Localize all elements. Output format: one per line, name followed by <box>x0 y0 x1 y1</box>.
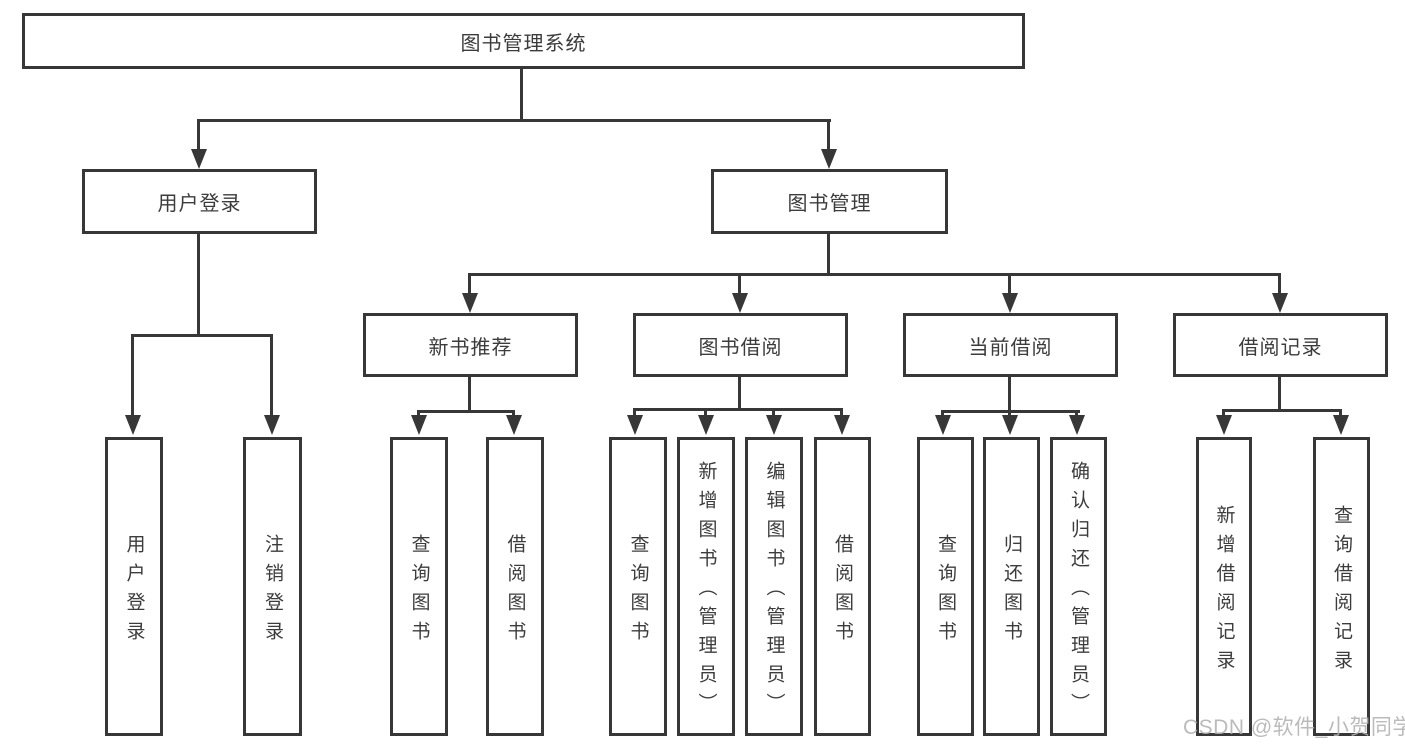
connector-borrow-stem <box>738 377 741 411</box>
connector-drop-current <box>1008 273 1011 295</box>
arrow-down-icon <box>191 149 207 169</box>
arrow-down-icon <box>732 293 748 313</box>
connector-level2-branch <box>197 119 831 122</box>
node-rec-query-books: 查询图书 <box>390 437 448 736</box>
connector-drop-rec-borrow <box>512 410 515 418</box>
arrow-down-icon <box>264 415 280 435</box>
node-current-borrowing: 当前借阅 <box>903 313 1118 377</box>
connector-drop-records <box>1278 273 1281 295</box>
arrow-down-icon <box>1333 415 1349 435</box>
connector-records-branch <box>1222 409 1342 412</box>
arrow-down-icon <box>1216 415 1232 435</box>
node-book-borrowing: 图书借阅 <box>633 313 848 377</box>
node-label: 新增图书（管理员） <box>695 461 717 722</box>
node-borrow-query-books: 查询图书 <box>609 437 667 736</box>
connector-records-stem <box>1278 377 1281 412</box>
node-label: 查询图书 <box>408 533 430 650</box>
connector-drop-current-query <box>941 410 944 418</box>
node-label: 用户登录 <box>123 533 145 650</box>
connector-borrow-branch <box>633 408 843 411</box>
connector-drop-borrow-query <box>633 408 636 418</box>
connector-root-trunk <box>520 69 523 121</box>
arrow-down-icon <box>1002 293 1018 313</box>
arrow-down-icon <box>935 415 951 435</box>
arrow-down-icon <box>462 293 478 313</box>
connector-drop-rec <box>468 273 471 295</box>
node-label: 借阅记录 <box>1238 336 1323 359</box>
node-label: 图书借阅 <box>698 336 783 359</box>
node-label: 确认归还（管理员） <box>1068 461 1089 722</box>
node-user-login: 用户登录 <box>105 437 163 736</box>
arrow-down-icon <box>698 415 714 435</box>
connector-drop-login-logout <box>270 334 273 418</box>
node-records-query-record: 查询借阅记录 <box>1313 437 1370 736</box>
node-book-management: 图书管理 <box>711 169 948 234</box>
arrow-down-icon <box>506 415 522 435</box>
connector-rec-stem <box>468 377 471 413</box>
connector-drop-current-return <box>1008 410 1011 418</box>
node-current-return-books: 归还图书 <box>983 437 1040 736</box>
node-new-book-recommend: 新书推荐 <box>363 313 578 377</box>
connector-drop-login <box>197 119 200 151</box>
arrow-down-icon <box>1272 293 1288 313</box>
connector-drop-current-confirm <box>1075 410 1078 418</box>
node-current-query-books: 查询图书 <box>917 437 974 736</box>
connector-drop-borrow-add <box>704 408 707 418</box>
node-label: 借阅图书 <box>832 533 853 650</box>
arrow-down-icon <box>834 415 850 435</box>
connector-drop-borrow-edit <box>772 408 775 418</box>
node-rec-borrow-books: 借阅图书 <box>486 437 544 736</box>
node-label: 新增借阅记录 <box>1213 504 1235 679</box>
node-current-confirm-return-admin: 确认归还（管理员） <box>1050 437 1107 736</box>
csdn-watermark: CSDN @软件_小贺同学 <box>1183 716 1405 739</box>
connector-mgmt-stem <box>827 234 830 275</box>
node-records-add-record: 新增借阅记录 <box>1196 437 1252 736</box>
node-borrow-edit-books-admin: 编辑图书（管理员） <box>745 437 803 736</box>
connector-level3-branch <box>468 273 1281 276</box>
node-label: 查询图书 <box>627 533 649 650</box>
node-label: 注销登录 <box>262 533 283 650</box>
node-label: 图书管理 <box>787 193 872 215</box>
node-borrow-add-books-admin: 新增图书（管理员） <box>677 437 735 736</box>
node-label: 归还图书 <box>1001 533 1022 650</box>
connector-login-stem <box>197 234 200 337</box>
node-label: 新书推荐 <box>428 336 513 359</box>
node-label: 借阅图书 <box>504 533 526 650</box>
node-label: 查询图书 <box>935 533 956 650</box>
node-label: 查询借阅记录 <box>1331 504 1352 679</box>
node-label: 当前借阅 <box>968 336 1053 359</box>
arrow-down-icon <box>125 415 141 435</box>
node-label: 编辑图书（管理员） <box>763 461 785 722</box>
connector-drop-records-query <box>1339 409 1342 418</box>
connector-drop-borrow-borrow <box>840 408 843 418</box>
connector-drop-rec-query <box>417 410 420 418</box>
node-user-login-group: 用户登录 <box>82 169 317 234</box>
connector-drop-mgmt <box>827 119 830 151</box>
node-library-management-system: 图书管理系统 <box>22 13 1025 69</box>
arrow-down-icon <box>766 415 782 435</box>
connector-rec-branch <box>417 410 515 413</box>
node-label: 用户登录 <box>157 193 242 215</box>
arrow-down-icon <box>627 415 643 435</box>
node-borrowing-records: 借阅记录 <box>1173 313 1388 377</box>
connector-drop-records-add <box>1222 409 1225 418</box>
connector-drop-login-user <box>131 334 134 418</box>
node-logout: 注销登录 <box>243 437 302 736</box>
arrow-down-icon <box>1069 415 1085 435</box>
connector-drop-borrow <box>738 273 741 295</box>
connector-login-branch <box>131 334 273 337</box>
arrow-down-icon <box>411 415 427 435</box>
node-label: 图书管理系统 <box>460 32 587 55</box>
arrow-down-icon <box>1002 415 1018 435</box>
node-borrow-borrow-books: 借阅图书 <box>814 437 871 736</box>
arrow-down-icon <box>821 149 837 169</box>
connector-current-stem <box>1008 377 1011 413</box>
